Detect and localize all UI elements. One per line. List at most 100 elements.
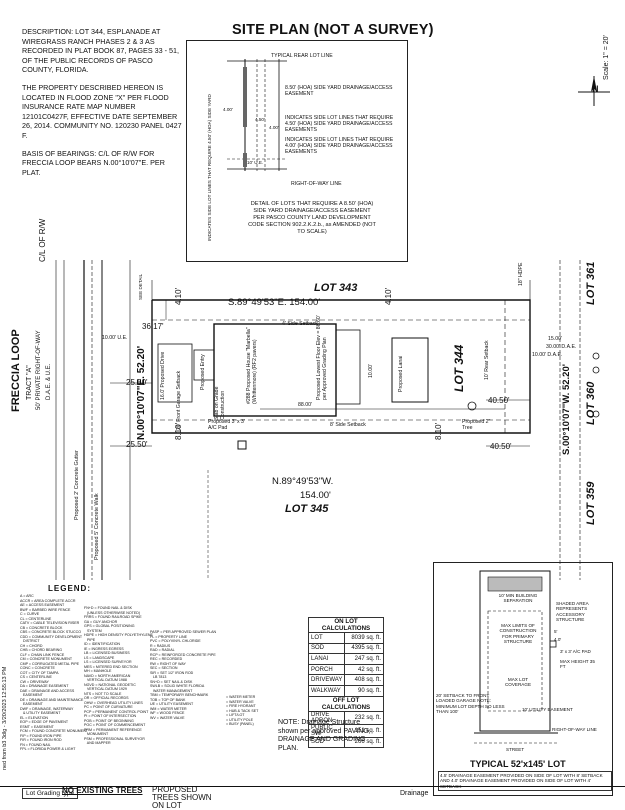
tract-label: TRACT "A": [26, 365, 33, 400]
row-width-label: 50' PRIVATE RIGHT-OF-WAY: [36, 330, 42, 410]
lot-360-label: LOT 360: [585, 381, 597, 425]
separation-label: 10' MIN BUILDING SEPARATION: [498, 593, 538, 604]
site-plan-drawing: [55, 260, 600, 580]
typical-caption: TYPICAL 52'x145' LOT: [470, 759, 566, 769]
row-line-label: RIGHT-OF-WAY LINE: [291, 181, 342, 187]
hdpe-label: 18" HDPE: [518, 262, 524, 286]
lot-coverage-label: MAX LOT COVERAGE: [504, 677, 532, 688]
dim-40-50-b: 40.50': [490, 442, 512, 451]
typical-footnote: 4.5' DRAINAGE EASEMENT PROVIDED ON SIDE …: [438, 771, 612, 792]
rear-setback-label: 10' Rear Setback: [484, 340, 490, 380]
lot-359-label: LOT 359: [585, 481, 597, 525]
lot-grading-label: Lot Grading type: [22, 788, 79, 799]
dim-8-10-b: 8.10': [434, 422, 443, 440]
easement-label: 8.50' (HOA) SIDE YARD DRAINAGE/ACCESS EA…: [285, 85, 393, 98]
page-title: SITE PLAN (NOT A SURVEY): [232, 22, 434, 38]
dim-5: 5': [554, 629, 558, 634]
dim-4-50: 4.50': [255, 117, 265, 122]
legal-description-block: DESCRIPTION: LOT 344, ESPLANADE AT WIREG…: [22, 27, 182, 185]
shaded-label: SHADED AREA REPRESENTS ACCESSORY STRUCTU…: [556, 601, 589, 623]
dim-10-00: 10.00': [368, 364, 374, 378]
bottom-bearing-label: N.89°49'53"W.: [272, 476, 334, 487]
lot-344-label: LOT 344: [452, 344, 466, 392]
proposed-trees-label: PROPOSED TREES SHOWN ON LOT: [152, 785, 212, 810]
house-label: #288 Proposed House "Marbella" (Whittenm…: [246, 327, 259, 404]
floor-elevation-label: Proposed Lowest Floor Elev = 86.60' per …: [316, 315, 329, 400]
ac-pad-typical-label: 3' x 3' A/C PAD: [560, 649, 591, 654]
legend-header: LEGEND:: [48, 584, 91, 593]
legend-column-3: PASP = PER APPROVED SEWER PLAN PL = PROP…: [150, 630, 217, 720]
top-bearing-label: S.89°49'53"E. 154.00': [228, 297, 321, 308]
north-bearing-label: N.00°10'07"E. 52.20': [136, 345, 147, 440]
dim-4-10-a: 4.10': [174, 287, 183, 305]
side-setback-8-label: 8' Side Setback: [330, 422, 366, 428]
ac-pad-label: Proposed 3' x 3' A/C Pad: [208, 419, 245, 432]
dim-4-00-b: 4.00': [269, 125, 279, 130]
max-height-label: MAX HEIGHT 35 FT: [560, 659, 595, 670]
road-name: FRECCIA LOOP: [10, 329, 22, 412]
lot-345-label: LOT 345: [285, 503, 329, 515]
easement-detail-drawing: [227, 59, 287, 171]
drainage-footer-label: Drainage: [400, 790, 429, 797]
drainage-note: NOTE: Drainage Structure shown per appro…: [278, 719, 371, 752]
cl-rw-label: C/L OF R/W: [38, 218, 47, 262]
walk-label: Proposed 5' Concrete Walk: [94, 493, 100, 560]
detail-caption: DETAIL OF LOTS THAT REQUIRE A 8.50' (HOA…: [248, 201, 376, 235]
see-detail-label: SEE DETAIL: [138, 273, 143, 300]
due-label: D.A.E. & U.E.: [46, 363, 52, 400]
dim-25-50-b: 25.50': [126, 440, 148, 449]
front-setback-note: 20' SETBACK TO FRONT LOADED GARAGE NOTE:…: [436, 693, 505, 715]
bottom-distance-label: 154.00': [300, 490, 331, 501]
garage-setback-label: 20' Front Garage Setback: [176, 370, 182, 430]
lot-343-label: LOT 343: [314, 282, 358, 294]
slab-label: Slab on Grade Construction: [214, 386, 227, 420]
porch-label: Proposed Entry: [200, 354, 206, 390]
easement-detail: TYPICAL REAR LOT LINE 8.50' (HOA) SIDE Y…: [186, 40, 408, 262]
no-trees-label: NO EXISTING TREES: [62, 786, 143, 795]
print-stamp: ned from b3 3dlg - 3/20/2023 12:55:13 PM: [2, 666, 8, 770]
typical-rear-label: TYPICAL REAR LOT LINE: [271, 53, 333, 59]
dim-4-00-a: 4.00': [223, 107, 233, 112]
indicates-400: INDICATES SIDE LOT LINES THAT REQUIRE 4.…: [285, 137, 394, 156]
north-arrow-icon: [578, 76, 610, 106]
tree-label: Proposed 2" Tree: [462, 419, 491, 432]
legend-column-2: FN+D = FOUND NAIL & DISK (UNLESS OTHERWI…: [84, 606, 153, 745]
typical-lot-detail: SHADED AREA REPRESENTS ACCESSORY STRUCTU…: [433, 562, 613, 796]
dim-40-50-a: 40.50': [488, 396, 510, 405]
ue-10-label: 10.00' U.E.: [102, 335, 128, 341]
basis-of-bearings: BASIS OF BEARINGS: C/L OF R/W FOR FRECCI…: [22, 148, 165, 177]
dim-10-ue: 10' U.E.: [247, 160, 264, 165]
drive-label: 16.0' Proposed Drive: [160, 351, 166, 400]
dim-4-0: 4.0': [554, 637, 562, 642]
on-lot-header: ON LOT CALCULATIONS: [308, 617, 384, 633]
lanai-label: Proposed Lanai: [398, 355, 404, 392]
north-label: N: [592, 84, 599, 94]
flood-zone-note: THE PROPERTY DESCRIBED HEREON IS LOCATED…: [22, 82, 182, 140]
lot-361-label: LOT 361: [585, 261, 597, 305]
typical-lot-drawing: [474, 570, 558, 744]
dim-88-00: 88.00': [298, 402, 312, 408]
street-label: STREET: [506, 747, 525, 752]
legend-column-4: = WATER METER = WATER VALVE = FIRE HYDRA…: [226, 695, 259, 726]
dae-10-label: 10.00' D.A.E.: [532, 352, 563, 358]
dim-25-50-a: 25.50': [126, 378, 148, 387]
dim-15-00: 15.00': [548, 336, 562, 342]
dim-4-10-b: 4.10': [384, 287, 393, 305]
side-setback-label: 4' Side Setback: [282, 321, 318, 327]
footer-rule: [0, 786, 625, 787]
legal-description: DESCRIPTION: LOT 344, ESPLANADE AT WIREG…: [22, 27, 179, 75]
off-lot-header: OFF LOT CALCULATIONS: [308, 695, 384, 712]
row-typical-label: RIGHT-OF-WAY LINE: [552, 727, 597, 732]
construction-limit-label: MAX LIMITS OF CONSTRUCTION FOR PRIMARY S…: [499, 623, 537, 645]
ue-typical-label: 10' UTILITY EASEMENT: [522, 707, 573, 712]
dim-36-17: 36.17': [142, 322, 164, 331]
vertical-indicates-note: INDICATES SIDE LOT LINES THAT REQUIRE 4.…: [207, 94, 212, 241]
